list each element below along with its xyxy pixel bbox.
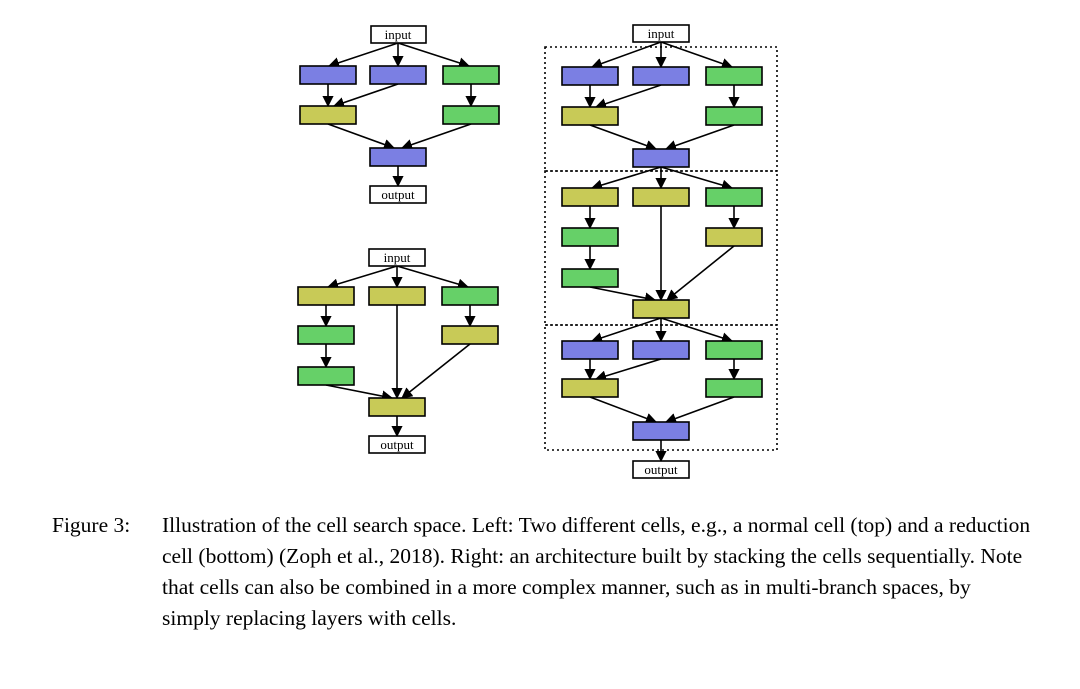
input-label: input	[385, 27, 412, 42]
green-layer-node	[561, 268, 619, 288]
green-layer-node	[705, 340, 763, 360]
green-layer-node	[297, 325, 355, 345]
figure-label: Figure 3:	[52, 513, 131, 537]
cell-search-space-diagram: input output input	[297, 24, 778, 479]
output-label: output	[381, 187, 415, 202]
input-label: input	[648, 26, 675, 41]
yellow-layer-node	[561, 106, 619, 126]
yellow-layer-node	[561, 187, 619, 207]
caption-text: Illustration of the cell search space. L…	[162, 513, 1031, 630]
output-box	[368, 435, 426, 454]
blue-layer-node	[632, 66, 690, 86]
blue-layer-node	[299, 65, 357, 85]
input-box	[632, 24, 690, 43]
green-layer-node	[705, 66, 763, 86]
input-box	[370, 25, 427, 44]
blue-layer-node	[561, 340, 619, 360]
left-normal-cell: input output	[299, 25, 500, 204]
green-layer-node	[442, 105, 500, 125]
input-box	[368, 248, 426, 267]
figure-caption: Figure 3: Illustration of the cell searc…	[52, 510, 1032, 634]
output-box	[632, 460, 690, 479]
green-layer-node	[561, 227, 619, 247]
yellow-layer-node	[632, 187, 690, 207]
output-label: output	[644, 462, 678, 477]
yellow-layer-node	[299, 105, 357, 125]
output-label: output	[380, 437, 414, 452]
green-layer-node	[705, 187, 763, 207]
blue-layer-node	[632, 421, 690, 441]
blue-layer-node	[369, 65, 427, 85]
blue-layer-node	[369, 147, 427, 167]
output-box	[369, 185, 427, 204]
yellow-layer-node	[368, 397, 426, 417]
green-layer-node	[705, 106, 763, 126]
blue-layer-node	[632, 340, 690, 360]
yellow-layer-node	[632, 299, 690, 319]
green-layer-node	[442, 65, 500, 85]
yellow-layer-node	[705, 227, 763, 247]
yellow-layer-node	[561, 378, 619, 398]
yellow-layer-node	[368, 286, 426, 306]
right-stacked-architecture: input output	[544, 24, 778, 479]
left-reduction-cell: input output	[297, 248, 499, 454]
blue-layer-node	[632, 148, 690, 168]
green-layer-node	[441, 286, 499, 306]
blue-layer-node	[561, 66, 619, 86]
green-layer-node	[297, 366, 355, 386]
green-layer-node	[705, 378, 763, 398]
yellow-layer-node	[297, 286, 355, 306]
input-label: input	[384, 250, 411, 265]
yellow-layer-node	[441, 325, 499, 345]
